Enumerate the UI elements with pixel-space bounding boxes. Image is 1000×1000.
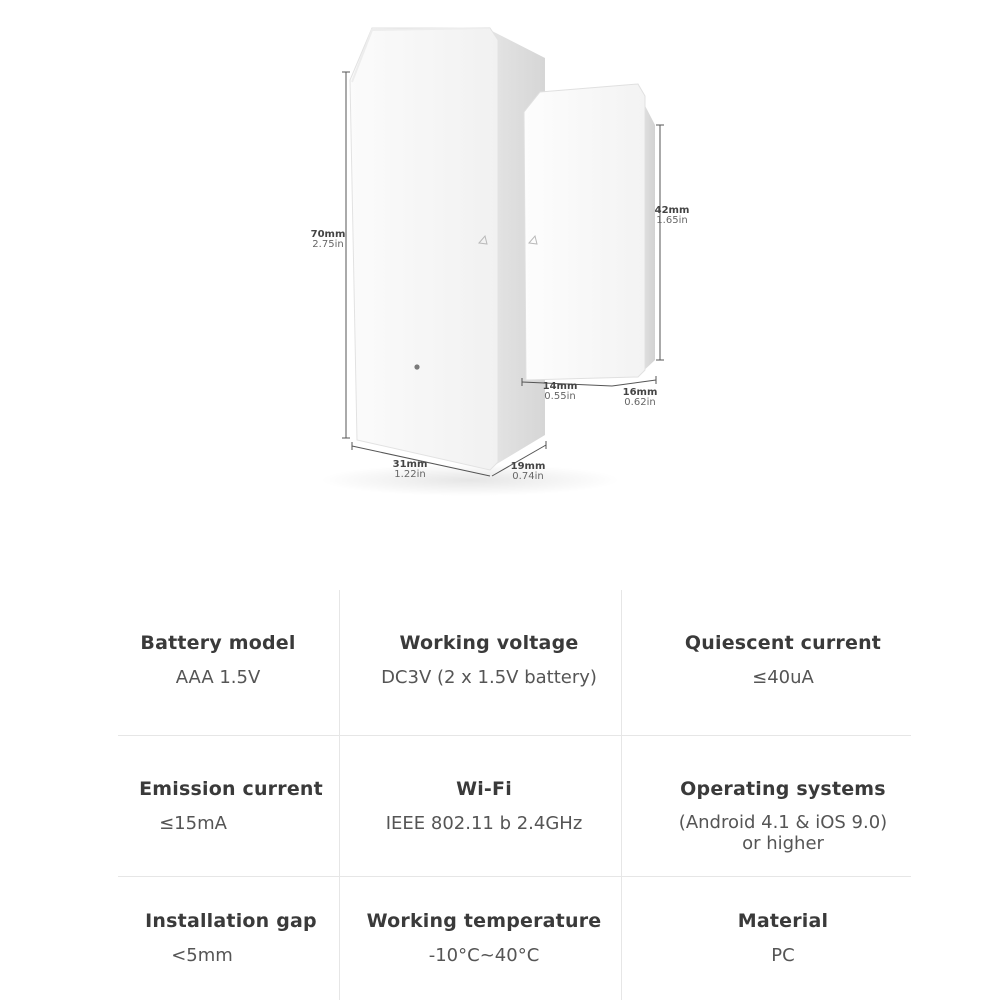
- spec-working-temperature: Working temperature -10°C~40°C: [339, 910, 629, 966]
- spec-material: Material PC: [655, 910, 911, 966]
- dim-mm: 31mm: [392, 459, 428, 470]
- led-indicator-icon: [414, 364, 420, 370]
- spec-value: AAA 1.5V: [175, 667, 261, 688]
- row-divider: [118, 735, 911, 736]
- main-sensor-bevel: [351, 27, 491, 83]
- dim-width-magnet: 14mm 0.55in: [532, 382, 588, 402]
- align-arrow-icon: [478, 234, 488, 245]
- spec-value: IEEE 802.11 b 2.4GHz: [385, 813, 583, 834]
- spec-label: Working temperature: [366, 910, 602, 932]
- dim-in: 0.62in: [624, 397, 656, 408]
- spec-value: -10°C~40°C: [428, 945, 540, 966]
- floor-shadow: [320, 464, 620, 496]
- spec-operating-systems: Operating systems (Android 4.1 & iOS 9.0…: [640, 778, 926, 854]
- column-divider: [621, 590, 622, 1000]
- spec-label: Working voltage: [399, 632, 579, 654]
- door-sensor-illustration: [320, 27, 664, 496]
- spec-label: Operating systems: [680, 778, 886, 800]
- dimension-lines: [342, 71, 664, 477]
- main-sensor-front: [349, 27, 499, 471]
- dim-in: 0.55in: [544, 391, 576, 402]
- spec-label: Installation gap: [145, 910, 317, 932]
- magnet-align-arrow-icon: [528, 234, 538, 245]
- spec-value: <5mm: [171, 945, 233, 966]
- dim-in: 1.22in: [394, 469, 426, 480]
- spec-label: Battery model: [140, 632, 296, 654]
- spec-working-voltage: Working voltage DC3V (2 x 1.5V battery): [339, 632, 639, 688]
- dim-mm: 16mm: [622, 387, 658, 398]
- dim-height-main: 70mm 2.75in: [300, 230, 356, 250]
- dim-mm: 14mm: [542, 381, 578, 392]
- row-divider: [118, 876, 911, 877]
- dim-mm: 42mm: [654, 205, 690, 216]
- spec-value: ≤15mA: [159, 813, 227, 834]
- spec-battery-model: Battery model AAA 1.5V: [118, 632, 318, 688]
- column-divider: [339, 590, 340, 1000]
- spec-wifi: Wi-Fi IEEE 802.11 b 2.4GHz: [339, 778, 629, 834]
- product-figure: 70mm 2.75in 42mm 1.65in 14mm 0.55in 16mm…: [300, 27, 700, 496]
- spec-quiescent-current: Quiescent current ≤40uA: [655, 632, 911, 688]
- dim-depth-main: 19mm 0.74in: [500, 462, 556, 482]
- magnet-front: [523, 83, 646, 381]
- spec-value: (Android 4.1 & iOS 9.0) or higher: [678, 812, 888, 854]
- spec-label: Wi-Fi: [456, 778, 512, 800]
- dim-width-main: 31mm 1.22in: [382, 460, 438, 480]
- spec-label: Material: [737, 910, 829, 932]
- spec-value: ≤40uA: [752, 667, 814, 688]
- spec-installation-gap: Installation gap <5mm: [118, 910, 344, 966]
- spec-label: Quiescent current: [684, 632, 882, 654]
- dim-in: 1.65in: [656, 215, 688, 226]
- dim-mm: 70mm: [310, 229, 346, 240]
- spec-value: DC3V (2 x 1.5V battery): [381, 667, 597, 688]
- dim-height-magnet: 42mm 1.65in: [644, 206, 700, 226]
- spec-value: PC: [771, 945, 795, 966]
- dim-mm: 19mm: [510, 461, 546, 472]
- spec-label: Emission current: [139, 778, 323, 800]
- dim-in: 2.75in: [312, 239, 344, 250]
- dim-in: 0.74in: [512, 471, 544, 482]
- spec-emission-current: Emission current ≤15mA: [118, 778, 344, 834]
- dim-depth-magnet: 16mm 0.62in: [612, 388, 668, 408]
